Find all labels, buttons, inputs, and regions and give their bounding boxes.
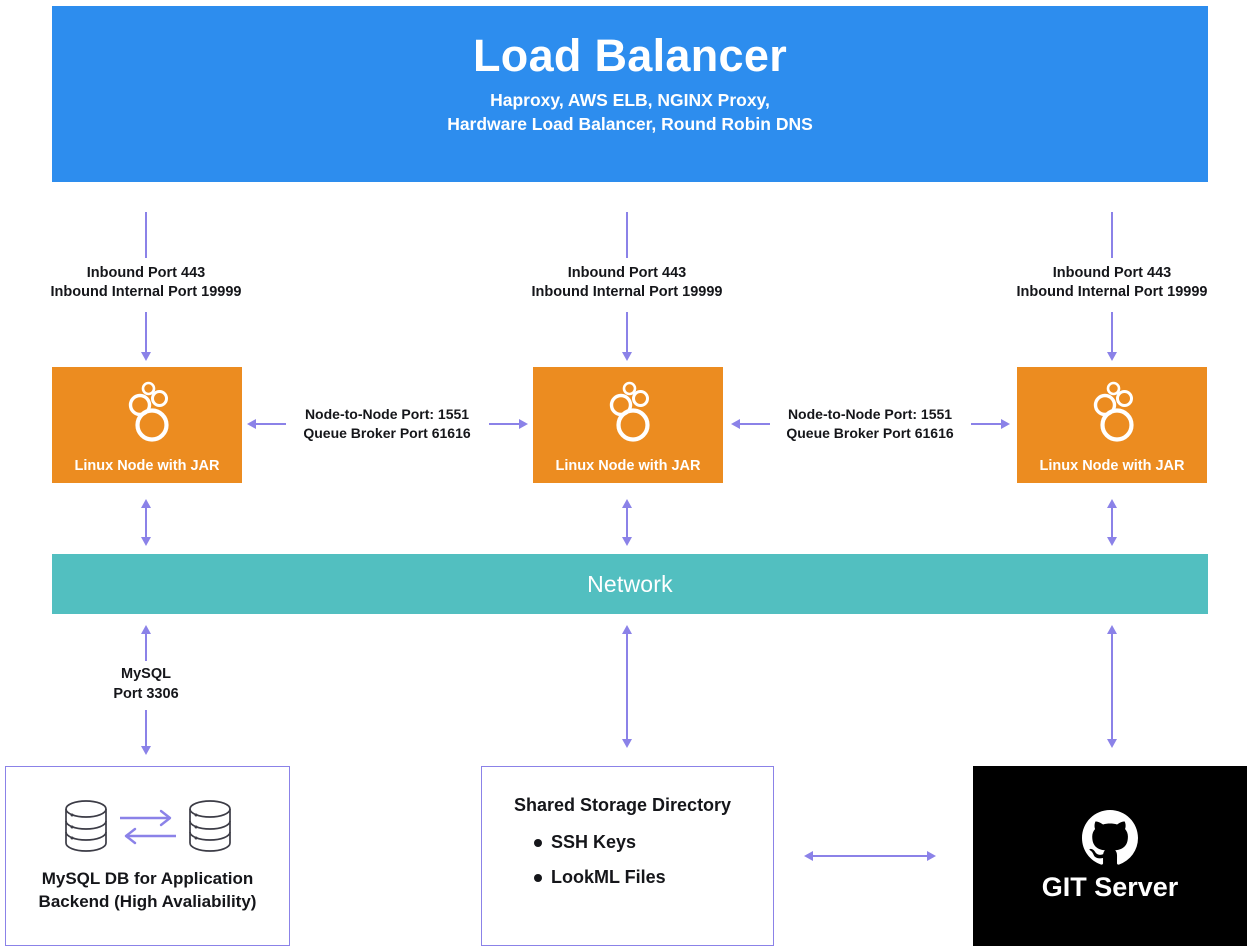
looker-circles-icon xyxy=(533,367,723,458)
git-server-label: GIT Server xyxy=(1041,871,1179,902)
connector-node-2-3-right xyxy=(971,423,1001,425)
arrowhead-storage-git-right xyxy=(927,851,936,861)
inbound-label-node-1-line-1: Inbound Port 443 xyxy=(86,265,206,281)
load-balancer-banner: Load Balancer Haproxy, AWS ELB, NGINX Pr… xyxy=(52,6,1208,182)
node-to-node-label-1-line-2: Queue Broker Port 61616 xyxy=(303,424,471,441)
connector-lb-node-3-lower xyxy=(1111,312,1113,354)
connector-network-db-upper xyxy=(145,633,147,661)
network-bar: Network xyxy=(52,554,1208,614)
connector-lb-node-2-upper xyxy=(626,212,628,258)
linux-node-3[interactable]: Linux Node with JAR xyxy=(1017,367,1207,483)
linux-node-1[interactable]: Linux Node with JAR xyxy=(52,367,242,483)
linux-node-1-label: Linux Node with JAR xyxy=(74,457,220,474)
mysql-database-caption-line-1: MySQL DB for Application xyxy=(41,869,254,889)
shared-storage-item-lookml-files: LookML Files xyxy=(534,867,773,888)
connector-node-1-2-left xyxy=(256,423,286,425)
arrowhead-node-2-network-up xyxy=(622,499,632,508)
arrowhead-network-db-down xyxy=(141,746,151,755)
node-to-node-label-2: Node-to-Node Port: 1551 Queue Broker Por… xyxy=(755,405,985,443)
connector-storage-git xyxy=(813,855,927,857)
linux-node-3-label: Linux Node with JAR xyxy=(1039,457,1185,474)
node-to-node-label-1: Node-to-Node Port: 1551 Queue Broker Por… xyxy=(272,405,502,443)
connector-lb-node-3-upper xyxy=(1111,212,1113,258)
inbound-label-node-2: Inbound Port 443 Inbound Internal Port 1… xyxy=(477,264,777,303)
shared-storage-title: Shared Storage Directory xyxy=(514,795,732,815)
mysql-port-label: MySQL Port 3306 xyxy=(46,665,246,704)
github-octocat-icon xyxy=(1082,809,1138,865)
connector-node-1-2-right xyxy=(489,423,519,425)
shared-storage-item-label: LookML Files xyxy=(551,867,666,887)
bullet-icon xyxy=(534,838,542,847)
inbound-label-node-1-line-2: Inbound Internal Port 19999 xyxy=(50,284,242,301)
connector-network-db-lower xyxy=(145,710,147,748)
database-cylinder-icon xyxy=(188,800,231,853)
looker-circles-icon xyxy=(1017,367,1207,458)
arrowhead-node-2-3-left xyxy=(731,419,740,429)
arrowhead-network-git-up xyxy=(1107,625,1117,634)
node-to-node-label-2-line-1: Node-to-Node Port: 1551 xyxy=(787,406,953,422)
database-replication-graphic xyxy=(62,798,234,854)
arrowhead-node-1-2-left xyxy=(247,419,256,429)
node-to-node-label-1-line-1: Node-to-Node Port: 1551 xyxy=(304,406,470,422)
inbound-label-node-3-line-1: Inbound Port 443 xyxy=(1052,265,1172,281)
bullet-icon xyxy=(534,873,542,882)
load-balancer-subtitle-line-2: Hardware Load Balancer, Round Robin DNS xyxy=(447,113,813,134)
mysql-port-label-line-2: Port 3306 xyxy=(113,685,179,702)
mysql-database-box[interactable]: MySQL DB for Application Backend (High A… xyxy=(5,766,290,946)
arrowhead-node-1-2-right xyxy=(519,419,528,429)
linux-node-2-label: Linux Node with JAR xyxy=(555,457,701,474)
connector-lb-node-1-upper xyxy=(145,212,147,258)
looker-circles-icon xyxy=(52,367,242,458)
mysql-database-caption-line-2: Backend (High Avaliability) xyxy=(38,892,257,911)
arrowhead-lb-node-1 xyxy=(141,352,151,361)
arrowhead-lb-node-3 xyxy=(1107,352,1117,361)
arrowhead-storage-git-left xyxy=(804,851,813,861)
inbound-label-node-2-line-1: Inbound Port 443 xyxy=(567,265,687,281)
load-balancer-subtitle-line-1: Haproxy, AWS ELB, NGINX Proxy, xyxy=(490,90,770,111)
node-to-node-label-2-line-2: Queue Broker Port 61616 xyxy=(786,424,954,441)
shared-storage-item-ssh-keys: SSH Keys xyxy=(534,832,773,853)
linux-node-2[interactable]: Linux Node with JAR xyxy=(533,367,723,483)
database-cylinder-icon xyxy=(64,800,107,853)
connector-network-git xyxy=(1111,633,1113,739)
arrowhead-node-1-network-up xyxy=(141,499,151,508)
shared-storage-item-label: SSH Keys xyxy=(551,832,637,852)
arrowhead-lb-node-2 xyxy=(622,352,632,361)
connector-node-1-network xyxy=(145,507,147,537)
arrowhead-network-storage-down xyxy=(622,739,632,748)
arrowhead-node-2-network-down xyxy=(622,537,632,546)
inbound-label-node-3-line-2: Inbound Internal Port 19999 xyxy=(1016,284,1208,301)
connector-node-3-network xyxy=(1111,507,1113,537)
connector-lb-node-2-lower xyxy=(626,312,628,354)
arrowhead-node-3-network-down xyxy=(1107,537,1117,546)
connector-lb-node-1-lower xyxy=(145,312,147,354)
arrowhead-node-3-network-up xyxy=(1107,499,1117,508)
load-balancer-title: Load Balancer xyxy=(473,30,787,81)
arrowhead-node-1-network-down xyxy=(141,537,151,546)
arrowhead-network-db-up xyxy=(141,625,151,634)
arrowhead-node-2-3-right xyxy=(1001,419,1010,429)
connector-network-storage xyxy=(626,633,628,739)
bidirectional-replication-arrows-icon xyxy=(119,810,176,845)
git-server-box[interactable]: GIT Server xyxy=(973,766,1247,946)
inbound-label-node-1: Inbound Port 443 Inbound Internal Port 1… xyxy=(0,264,296,303)
arrowhead-network-storage-up xyxy=(622,625,632,634)
inbound-label-node-3: Inbound Port 443 Inbound Internal Port 1… xyxy=(962,264,1251,303)
load-balancer-subtitle: Haproxy, AWS ELB, NGINX Proxy, Hardware … xyxy=(447,89,813,136)
mysql-database-caption: MySQL DB for Application Backend (High A… xyxy=(39,868,257,913)
shared-storage-box[interactable]: Shared Storage Directory SSH Keys LookML… xyxy=(481,766,774,946)
arrowhead-network-git-down xyxy=(1107,739,1117,748)
connector-node-2-3-left xyxy=(740,423,770,425)
mysql-port-label-line-1: MySQL xyxy=(121,666,171,682)
inbound-label-node-2-line-2: Inbound Internal Port 19999 xyxy=(531,284,723,301)
connector-node-2-network xyxy=(626,507,628,537)
network-label: Network xyxy=(587,570,673,597)
